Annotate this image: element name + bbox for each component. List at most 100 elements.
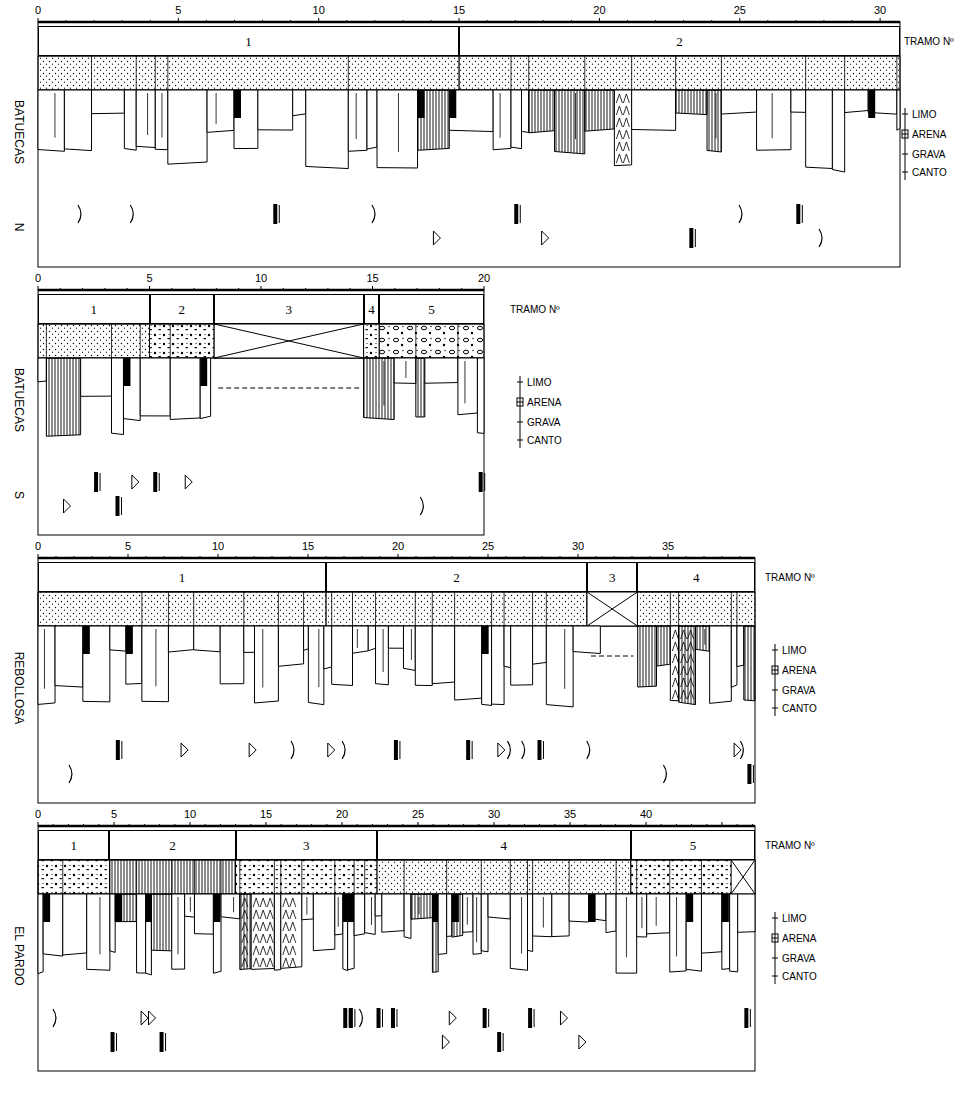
grain-size-bar	[585, 90, 615, 131]
axis-tick	[190, 822, 191, 826]
grain-size-label: ARENA	[782, 933, 816, 944]
grain-size-label: GRAVA	[912, 149, 946, 160]
axis-tick	[439, 288, 440, 290]
grain-size-bar	[221, 894, 240, 919]
grain-size-bar	[251, 894, 274, 969]
grain-size-bar	[306, 90, 349, 169]
axis-tick	[691, 824, 692, 826]
grain-scale-tick	[517, 398, 523, 406]
cross-bedding	[267, 934, 273, 943]
axis-tick	[38, 18, 39, 22]
axis-tick	[524, 824, 525, 826]
axis-tick	[585, 824, 586, 826]
grain-scale-tick	[517, 402, 523, 403]
axis-tick	[327, 288, 328, 290]
axis-tick	[524, 556, 525, 558]
grain-size-bar	[701, 894, 721, 953]
grain-size-bar	[657, 626, 671, 666]
structure-symbol	[165, 1033, 166, 1051]
axis-tick	[661, 824, 662, 826]
bed-boundary	[616, 860, 617, 894]
axis-tick	[146, 556, 147, 558]
internal-lamination	[306, 897, 307, 915]
bed-boundary	[675, 56, 676, 90]
grain-size-bar	[200, 358, 210, 419]
internal-lamination	[500, 93, 501, 138]
structure-symbol	[94, 472, 98, 492]
structure-symbol	[534, 1009, 535, 1027]
row-heading: TRAMO Nº	[510, 304, 560, 315]
grain-size-label: GRAVA	[527, 417, 561, 428]
internal-lamination	[772, 93, 773, 138]
bed-boundary	[363, 324, 364, 358]
grain-size-bar	[354, 894, 365, 936]
bed-boundary	[510, 860, 511, 894]
axis-number: 5	[175, 4, 181, 16]
panel-frame	[38, 290, 484, 535]
cross-bedding	[688, 690, 694, 699]
axis-tick	[416, 556, 417, 558]
structure-symbol	[349, 1008, 353, 1028]
internal-lamination	[405, 361, 406, 378]
internal-lamination	[543, 897, 544, 928]
internal-lamination	[564, 629, 565, 689]
row-heading: TRAMO Nº	[904, 36, 954, 47]
shale-bed	[43, 894, 50, 922]
grain-size-label: CANTO	[527, 435, 562, 446]
structure-symbol	[279, 205, 280, 223]
axis-tick	[218, 554, 219, 558]
structure-symbol	[343, 1008, 347, 1028]
cross-strat-symbol	[442, 1035, 449, 1049]
bed-boundary	[38, 592, 39, 626]
cross-bedding	[290, 958, 296, 967]
bed-boundary	[239, 860, 240, 894]
axis-tick	[398, 554, 399, 558]
grain-size-label: CANTO	[782, 703, 817, 714]
structure-symbol	[111, 1032, 115, 1052]
lithology-fill	[38, 56, 459, 90]
axis-number: 15	[260, 808, 272, 820]
grain-size-bar	[240, 894, 251, 970]
grain-size-bar	[679, 626, 696, 705]
axis-tick	[56, 556, 57, 558]
structure-symbol	[153, 472, 157, 492]
grain-size-bar	[281, 894, 302, 968]
grain-size-bar	[722, 894, 730, 969]
scale-axis	[38, 825, 755, 828]
axis-tick	[205, 824, 206, 826]
grain-size-bar	[194, 894, 213, 934]
cross-bedding	[260, 946, 266, 955]
ripple-symbol	[130, 205, 133, 223]
structure-symbol	[528, 1008, 532, 1028]
shale-bed	[213, 894, 220, 922]
grain-size-bar	[81, 358, 112, 396]
cross-bedding	[242, 946, 248, 955]
shale-bed	[722, 894, 729, 922]
grain-size-bar	[492, 626, 504, 705]
grain-size-bar	[738, 894, 755, 932]
cross-bedding	[242, 922, 248, 931]
axis-tick	[646, 822, 647, 826]
axis-tick	[578, 554, 579, 558]
cross-bedding	[253, 910, 259, 919]
grain-size-label: ARENA	[527, 397, 561, 408]
grain-size-bar	[335, 894, 343, 935]
tramo-number: 2	[453, 571, 460, 584]
axis-number: 20	[392, 540, 404, 552]
axis-tick	[216, 288, 217, 290]
axis-tick	[599, 18, 600, 22]
axis-tick	[68, 824, 69, 826]
axis-tick	[402, 824, 403, 826]
grain-size-bar	[146, 894, 152, 975]
grain-size-bar	[432, 894, 438, 972]
axis-tick	[296, 824, 297, 826]
grain-size-bar	[255, 626, 279, 703]
axis-number: 15	[302, 540, 314, 552]
grain-size-bar	[304, 626, 309, 650]
cross-bedding	[616, 94, 622, 103]
grain-size-bar	[364, 358, 395, 420]
section-name: BATUECAS	[11, 100, 24, 164]
grain-scale-tick	[772, 938, 778, 939]
shale-bed	[234, 90, 241, 118]
internal-lamination	[216, 93, 217, 124]
